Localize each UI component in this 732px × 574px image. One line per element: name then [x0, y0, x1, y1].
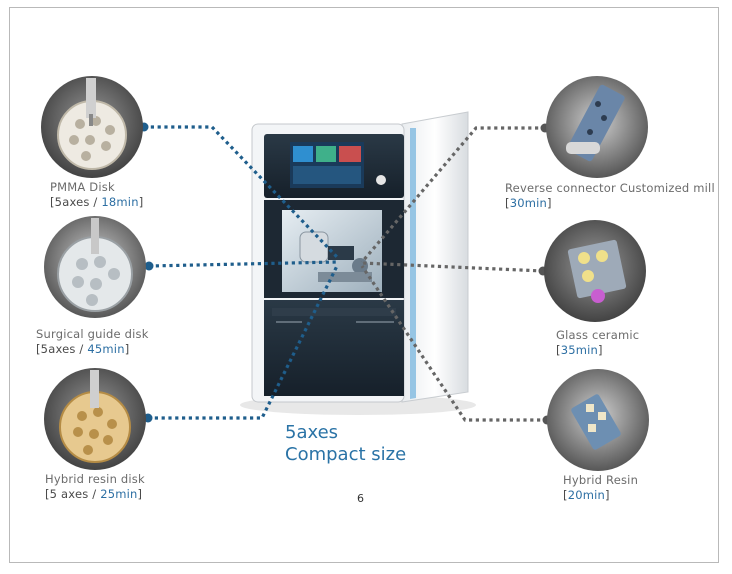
- tagline: 5axes Compact size: [285, 422, 406, 466]
- glass-ceramic-photo: [544, 220, 646, 322]
- item-detail: [20min]: [563, 488, 610, 502]
- pmma-disk-photo: [41, 76, 143, 178]
- tagline-line2: Compact size: [285, 444, 407, 465]
- surgical-guide-disk-label: Surgical guide disk [5axes / 45min]: [36, 327, 149, 357]
- item-detail: [30min]: [505, 196, 552, 210]
- item-name: Glass ceramic: [556, 328, 640, 342]
- connector-lines: [144, 125, 547, 422]
- hybrid-resin-disk-photo: [44, 368, 146, 470]
- reverse-connector-label: Reverse connector Customized mill [30min…: [505, 181, 715, 211]
- tagline-line1: 5axes: [285, 422, 339, 443]
- item-name: Surgical guide disk: [36, 327, 149, 341]
- hybrid-resin-label: Hybrid Resin [20min]: [563, 473, 638, 503]
- pmma-disk-label: PMMA Disk [5axes / 18min]: [50, 180, 143, 210]
- page-number: 6: [357, 492, 364, 505]
- reverse-connector-photo: [546, 76, 648, 178]
- item-name: Hybrid resin disk: [45, 472, 145, 486]
- hybrid-resin-disk-label: Hybrid resin disk [5 axes / 25min]: [45, 472, 145, 502]
- item-name: PMMA Disk: [50, 180, 115, 194]
- item-detail: [5 axes / 25min]: [45, 487, 143, 501]
- glass-ceramic-label: Glass ceramic [35min]: [556, 328, 639, 358]
- item-name: Hybrid Resin: [563, 473, 639, 487]
- item-name: Reverse connector Customized mill: [505, 181, 715, 195]
- item-detail: [5axes / 18min]: [50, 195, 144, 209]
- item-detail: [5axes / 45min]: [36, 342, 130, 356]
- surgical-guide-disk-photo: [44, 216, 146, 318]
- hybrid-resin-photo: [547, 369, 649, 471]
- milling-machine-image: [240, 111, 476, 415]
- item-detail: [35min]: [556, 343, 603, 357]
